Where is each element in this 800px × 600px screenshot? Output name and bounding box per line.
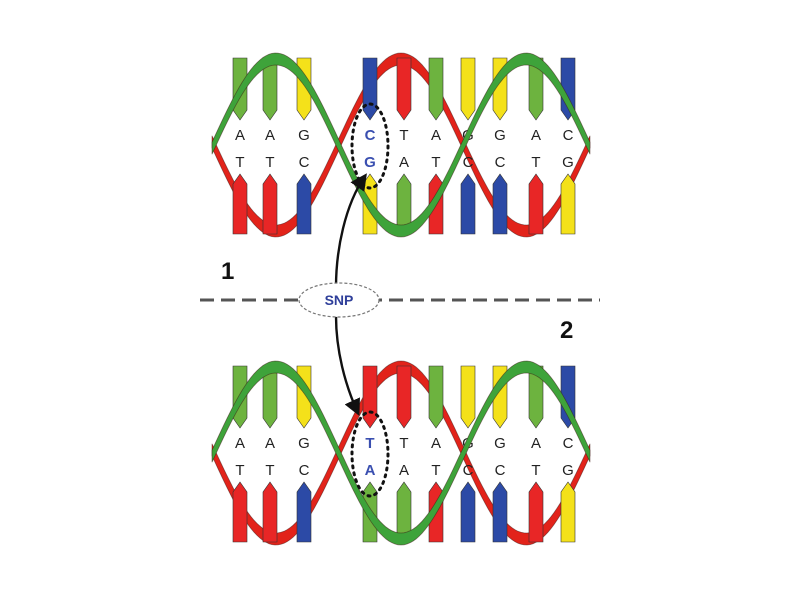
helix-2-base-bar-bottom bbox=[492, 481, 508, 543]
helix-2-base-letter-bottom: T bbox=[265, 462, 274, 479]
helix-2-base-bar-top bbox=[460, 365, 476, 429]
helix-2-base-bar-bottom bbox=[528, 481, 544, 543]
helix-1-base-bar-top bbox=[528, 57, 544, 121]
helix-1-base-letter-top: T bbox=[399, 127, 408, 144]
helix-1-number: 1 bbox=[221, 258, 234, 285]
helix-2-base-letter-bottom: T bbox=[431, 462, 440, 479]
helix-1-base-letter-top: A bbox=[431, 127, 441, 144]
helix-1-base-letter-top: A bbox=[531, 127, 541, 144]
helix-2-base-letter-top: G bbox=[298, 435, 310, 452]
helix-2-base-bar-top bbox=[362, 365, 378, 429]
helix-1-base-bar-top bbox=[460, 57, 476, 121]
helix-2-base-letter-top: C bbox=[563, 435, 574, 452]
helix-2-base-bar-top bbox=[528, 365, 544, 429]
helix-2-snp-highlight-ellipse bbox=[350, 410, 390, 498]
helix-1-base-letter-bottom: C bbox=[299, 154, 310, 171]
helix-1-base-bar-top bbox=[428, 57, 444, 121]
helix-1-base-bar-bottom bbox=[460, 173, 476, 235]
helix-2: ATATGCTATAATGCGCATCG bbox=[211, 360, 591, 546]
helix-2-base-letter-bottom: C bbox=[495, 462, 506, 479]
helix-2-base-bar-top bbox=[396, 365, 412, 429]
helix-1-base-bar-bottom bbox=[232, 173, 248, 235]
helix-1-base-bar-top bbox=[362, 57, 378, 121]
helix-1-strand-green bbox=[211, 52, 591, 238]
helix-2-number: 2 bbox=[560, 317, 573, 344]
helix-2-base-letter-top: T bbox=[365, 435, 374, 452]
helix-1-base-letter-bottom: T bbox=[265, 154, 274, 171]
helix-1-base-bar-bottom bbox=[492, 173, 508, 235]
helix-2-base-letter-bottom: C bbox=[463, 462, 474, 479]
helix-1-snp-highlight-ellipse bbox=[350, 102, 390, 190]
helix-1-base-bar-bottom bbox=[262, 173, 278, 235]
helix-2-base-letter-bottom: T bbox=[531, 462, 540, 479]
helix-1-base-letter-bottom: T bbox=[235, 154, 244, 171]
helix-1-base-letter-top: G bbox=[494, 127, 506, 144]
helix-1: ATATGCCGTAATGCGCATCG bbox=[211, 52, 591, 238]
helix-1-base-letter-bottom: G bbox=[562, 154, 574, 171]
helix-1-base-letter-bottom: T bbox=[531, 154, 540, 171]
helix-2-base-letter-top: A bbox=[235, 435, 245, 452]
helix-2-base-letter-top: A bbox=[531, 435, 541, 452]
helix-2-base-bar-bottom bbox=[460, 481, 476, 543]
helix-2-base-letter-top: A bbox=[431, 435, 441, 452]
helix-1-base-bar-bottom bbox=[528, 173, 544, 235]
helix-2-base-letter-top: G bbox=[494, 435, 506, 452]
snp-label-bubble bbox=[298, 282, 380, 318]
helix-1-base-letter-top: C bbox=[365, 127, 376, 144]
helix-2-base-letter-top: T bbox=[399, 435, 408, 452]
helix-1-base-letter-bottom: C bbox=[495, 154, 506, 171]
helix-1-base-letter-top: A bbox=[265, 127, 275, 144]
snp-label: SNP bbox=[325, 292, 354, 308]
snp-arrow-up bbox=[334, 173, 367, 288]
helix-1-base-bar-top bbox=[396, 57, 412, 121]
helix-2-base-bar-bottom bbox=[232, 481, 248, 543]
helix-1-base-letter-bottom: T bbox=[431, 154, 440, 171]
helix-1-base-letter-bottom: C bbox=[463, 154, 474, 171]
helix-1-base-bar-bottom bbox=[296, 173, 312, 235]
helix-2-base-letter-bottom: C bbox=[299, 462, 310, 479]
helix-1-base-letter-bottom: G bbox=[364, 154, 376, 171]
helix-2-base-letter-bottom: G bbox=[562, 462, 574, 479]
helix-2-base-bar-top bbox=[428, 365, 444, 429]
helix-2-base-letter-bottom: A bbox=[365, 462, 376, 479]
helix-1-base-letter-top: C bbox=[563, 127, 574, 144]
helix-2-base-letter-bottom: A bbox=[399, 462, 409, 479]
helix-2-base-letter-bottom: T bbox=[235, 462, 244, 479]
helix-1-base-letter-top: G bbox=[298, 127, 310, 144]
helix-1-base-letter-top: A bbox=[235, 127, 245, 144]
helix-2-strand-green bbox=[211, 360, 591, 546]
helix-2-base-bar-bottom bbox=[296, 481, 312, 543]
helix-2-base-letter-top: A bbox=[265, 435, 275, 452]
helix-1-base-letter-bottom: A bbox=[399, 154, 409, 171]
helix-2-base-bar-bottom bbox=[262, 481, 278, 543]
helix-1-base-bar-bottom bbox=[560, 173, 576, 235]
helix-2-base-bar-bottom bbox=[560, 481, 576, 543]
snp-arrow-down bbox=[334, 315, 360, 417]
